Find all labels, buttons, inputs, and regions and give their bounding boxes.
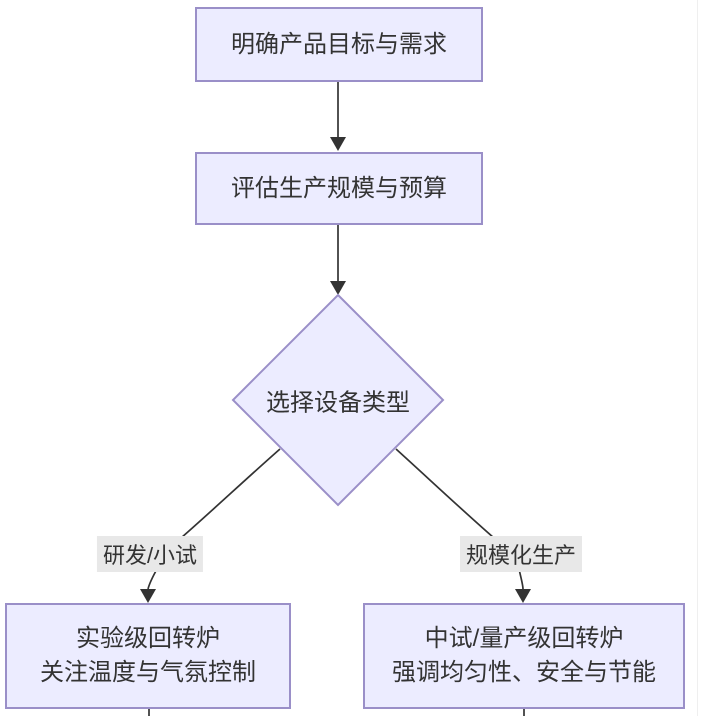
node-goal-label: 明确产品目标与需求 <box>231 30 447 58</box>
node-pilot-furnace: 中试/量产级回转炉 强调均匀性、安全与节能 <box>363 603 685 709</box>
edge-decision-to-pilot-upper <box>395 448 495 539</box>
node-budget: 评估生产规模与预算 <box>195 152 483 225</box>
node-lab-furnace: 实验级回转炉 关注温度与气氛控制 <box>5 603 291 709</box>
node-decision-label: 选择设备类型 <box>266 389 410 417</box>
decision-diamond-shape <box>231 293 445 507</box>
edge-label-scale-production: 规模化生产 <box>459 536 583 572</box>
arrowhead-decision-to-pilot <box>515 589 531 603</box>
edge-decision-to-pilot-lower <box>518 568 524 590</box>
arrowhead-goal-to-budget <box>330 137 346 151</box>
page-divider-line <box>697 0 698 716</box>
node-lab-furnace-line1: 实验级回转炉 <box>76 625 220 652</box>
node-budget-label: 评估生产规模与预算 <box>231 174 447 202</box>
arrowhead-decision-to-lab <box>140 589 156 603</box>
arrowhead-budget-to-decision <box>330 281 346 295</box>
node-lab-furnace-line2: 关注温度与气氛控制 <box>40 659 256 686</box>
node-pilot-furnace-line1: 中试/量产级回转炉 <box>424 625 624 652</box>
edge-decision-to-lab-lower <box>147 568 158 590</box>
edge-label-rd-trial: 研发/小试 <box>96 536 204 572</box>
node-goal: 明确产品目标与需求 <box>195 7 483 82</box>
edge-decision-to-lab-upper <box>180 448 281 539</box>
node-pilot-furnace-line2: 强调均匀性、安全与节能 <box>392 659 656 686</box>
